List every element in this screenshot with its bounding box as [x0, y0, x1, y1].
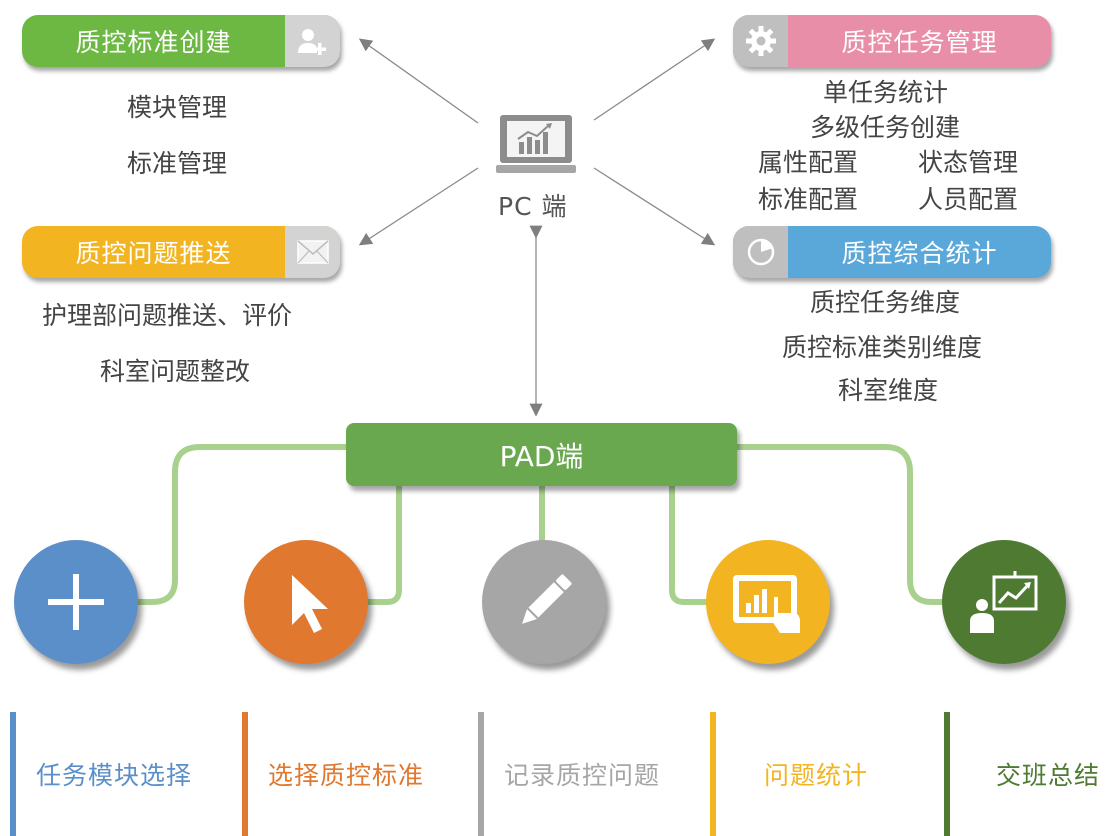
gear-icon — [733, 15, 788, 67]
item-attribute-config: 属性配置 — [758, 148, 859, 177]
pencil-icon — [522, 574, 572, 624]
module-issue-push-title: 质控问题推送 — [75, 239, 232, 268]
item-staff-config: 人员配置 — [918, 185, 1019, 214]
pad-label: PAD端 — [499, 439, 584, 473]
item-dept-rectify: 科室问题整改 — [100, 357, 251, 386]
module-task-manage-title: 质控任务管理 — [841, 28, 998, 57]
feature-label-shift-summary-text: 交班总结 — [996, 761, 1101, 790]
add-user-icon — [285, 15, 340, 67]
plus-icon — [48, 574, 104, 630]
feature-label-issue-stats-text: 问题统计 — [764, 761, 869, 790]
feature-label-issue-stats: 问题统计 — [710, 712, 868, 836]
cursor-icon — [292, 575, 328, 633]
arrow-to-task-manage — [593, 38, 716, 121]
module-stats-title: 质控综合统计 — [841, 239, 998, 268]
item-nursing-push: 护理部问题推送、评价 — [42, 301, 293, 330]
feature-label-record-issue: 记录质控问题 — [478, 712, 660, 836]
connector-feature-4 — [669, 483, 709, 605]
connector-feature-1 — [135, 444, 349, 605]
tablet-chart-icon — [733, 575, 800, 633]
module-issue-push[interactable]: 质控问题推送 — [22, 226, 340, 278]
feature-label-shift-summary: 交班总结 — [944, 712, 1100, 836]
feature-circle-select-standard[interactable] — [244, 540, 368, 664]
item-standard-config: 标准配置 — [758, 185, 859, 214]
item-standard-manage: 标准管理 — [127, 149, 228, 178]
item-dept-dimension: 科室维度 — [838, 376, 939, 405]
arrow-to-stats — [593, 167, 716, 246]
pc-label: PC 端 — [498, 192, 568, 221]
feature-circle-task-module[interactable] — [14, 540, 138, 664]
feature-label-select-standard-text: 选择质控标准 — [268, 761, 425, 790]
feature-label-task-module: 任务模块选择 — [10, 712, 192, 836]
item-multi-level-task: 多级任务创建 — [810, 113, 961, 142]
feature-label-task-module-text: 任务模块选择 — [36, 761, 193, 790]
item-task-dimension: 质控任务维度 — [810, 288, 961, 317]
presentation-icon — [970, 571, 1038, 633]
item-standard-category-dimension: 质控标准类别维度 — [782, 333, 983, 362]
feature-label-record-issue-text: 记录质控问题 — [504, 761, 661, 790]
arrow-to-standard-create — [358, 38, 479, 124]
module-task-manage[interactable]: 质控任务管理 — [733, 15, 1051, 67]
feature-circle-record-issue[interactable] — [482, 540, 606, 664]
feature-label-select-standard: 选择质控标准 — [242, 712, 424, 836]
pad-header: PAD端 — [346, 423, 737, 486]
feature-circle-issue-stats[interactable] — [706, 540, 830, 664]
pie-chart-icon — [733, 226, 788, 278]
feature-circle-shift-summary[interactable] — [942, 540, 1066, 664]
connector-feature-2 — [365, 483, 402, 605]
module-standard-create-title: 质控标准创建 — [75, 28, 232, 57]
connector-feature-5 — [734, 444, 945, 605]
item-module-manage: 模块管理 — [127, 93, 228, 122]
mail-icon — [285, 226, 340, 278]
arrow-to-issue-push — [358, 167, 479, 246]
pc-icon — [496, 112, 576, 182]
module-stats[interactable]: 质控综合统计 — [733, 226, 1051, 278]
module-standard-create[interactable]: 质控标准创建 — [22, 15, 340, 67]
item-status-manage: 状态管理 — [918, 148, 1019, 177]
item-single-task-stats: 单任务统计 — [823, 78, 949, 107]
